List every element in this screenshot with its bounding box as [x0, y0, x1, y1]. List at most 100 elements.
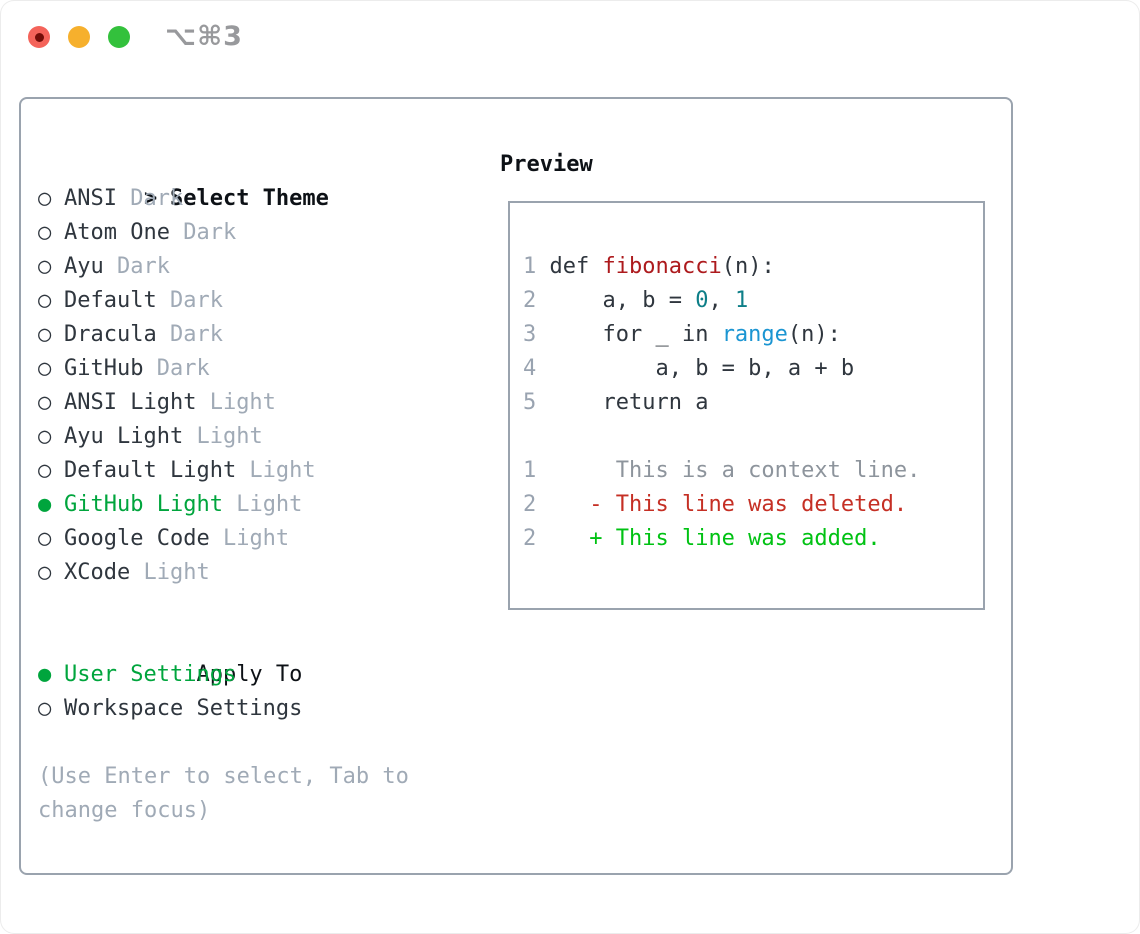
code-line: 3 for _ in range(n): [523, 318, 973, 352]
code-segment-code: , [708, 288, 735, 313]
code-line: 1 def fibonacci(n): [523, 250, 973, 284]
theme-option-google-code[interactable]: ○ Google Code Light [38, 522, 478, 556]
window-title: ⌥⌘3 [165, 21, 243, 52]
code-segment-removed: - This line was deleted. [589, 492, 908, 517]
radio-selected-icon: ● [38, 492, 52, 517]
code-segment-number: 1 [734, 288, 749, 313]
theme-variant-label: Light [183, 424, 263, 449]
theme-name: GitHub Light [64, 492, 223, 517]
code-segment-context: This is a context line. [536, 458, 921, 483]
theme-variant-label: Dark [143, 356, 210, 381]
radio-unselected-icon: ○ [38, 560, 52, 585]
keyboard-hint: (Use Enter to select, Tab to change focu… [38, 764, 409, 823]
apply-option-workspace-settings[interactable]: ○ Workspace Settings [38, 692, 478, 726]
code-segment-linenum: 2 [523, 526, 537, 551]
theme-name: GitHub [64, 356, 144, 381]
apply-option-label: Workspace Settings [64, 696, 303, 721]
apply-option-label: User Settings [64, 662, 237, 687]
radio-unselected-icon: ○ [38, 356, 52, 381]
code-segment-builtin: range [721, 322, 788, 347]
theme-name: Ayu [64, 254, 104, 279]
title-bar: ⌥⌘3 [0, 0, 1140, 97]
radio-unselected-icon: ○ [38, 322, 52, 347]
theme-menu: >Select Theme ○ANSI Dark○Atom One Dark○A… [38, 148, 478, 828]
code-segment-linenum: 3 [523, 322, 537, 347]
theme-variant-label: Dark [116, 186, 184, 211]
theme-variant-label: Dark [169, 220, 237, 245]
code-segment-code [536, 526, 589, 551]
theme-option-atom-one[interactable]: ○Atom One Dark [38, 216, 478, 250]
code-segment-linenum: 1 [523, 458, 537, 483]
code-segment-code [536, 492, 589, 517]
minimize-button[interactable] [68, 26, 90, 48]
theme-option-ansi-light[interactable]: ○ ANSI Light Light [38, 386, 478, 420]
theme-name: Default Light [64, 458, 237, 483]
code-line: 2 a, b = 0, 1 [523, 284, 973, 318]
code-segment-function: fibonacci [602, 254, 722, 279]
code-segment-code: a, b = b, a + b [536, 356, 855, 381]
code-line: 2 + This line was added. [523, 522, 973, 556]
theme-variant-label: Light [236, 458, 316, 483]
theme-option-github[interactable]: ○ GitHub Dark [38, 352, 478, 386]
theme-list: ○ANSI Dark○Atom One Dark○Ayu Dark○Defaul… [38, 182, 478, 590]
code-segment-code: for _ in [536, 322, 722, 347]
code-segment-linenum: 2 [523, 288, 537, 313]
theme-name: Dracula [64, 322, 157, 347]
apply-to-section: Apply To ●User Settings ○ Workspace Settin… [38, 624, 478, 726]
apply-to-options: ●User Settings ○ Workspace Settings [38, 658, 478, 726]
theme-option-ayu-light[interactable]: ○ Ayu Light Light [38, 420, 478, 454]
code-segment-linenum: 1 [523, 254, 537, 279]
code-segment-linenum: 2 [523, 492, 537, 517]
code-segment-code: def [536, 254, 603, 279]
radio-unselected-icon: ○ [38, 458, 52, 483]
radio-unselected-icon: ○ [38, 526, 52, 551]
theme-variant-label: Light [222, 492, 303, 517]
theme-variant-label: Dark [156, 288, 223, 313]
theme-option-default-light[interactable]: ○ Default Light Light [38, 454, 478, 488]
prompt-icon: > [143, 186, 158, 211]
zoom-button[interactable] [108, 26, 130, 48]
code-segment-number: 0 [695, 288, 709, 313]
theme-option-ansi[interactable]: ○ANSI Dark [38, 182, 478, 216]
red-light-dot-icon [34, 32, 44, 42]
code-line: 5 return a [523, 386, 973, 420]
theme-option-github-light[interactable]: ● GitHub Light Light [38, 488, 478, 522]
theme-variant-label: Dark [103, 254, 170, 279]
theme-option-xcode[interactable]: ○XCode Light [38, 556, 478, 590]
theme-variant-label: Dark [156, 322, 223, 347]
radio-unselected-icon: ○ [38, 254, 52, 279]
theme-name: Ayu Light [64, 424, 184, 449]
theme-option-ayu[interactable]: ○ Ayu Dark [38, 250, 478, 284]
code-segment-code: (n): [787, 322, 841, 347]
radio-unselected-icon: ○ [38, 220, 52, 245]
theme-name: ANSI [64, 186, 117, 211]
theme-name: ANSI Light [64, 390, 197, 415]
code-line: 2 - This line was deleted. [523, 488, 973, 522]
code-segment-linenum: 4 [523, 356, 537, 381]
theme-option-default[interactable]: ○Default Dark [38, 284, 478, 318]
theme-variant-label: Light [196, 390, 276, 415]
apply-to-header: Apply To [38, 624, 478, 687]
theme-option-dracula[interactable]: ○ Dracula Dark [38, 318, 478, 352]
theme-name: Google Code [64, 526, 210, 551]
radio-unselected-icon: ○ [38, 696, 52, 721]
radio-unselected-icon: ○ [38, 424, 52, 449]
radio-unselected-icon: ○ [38, 390, 52, 415]
code-segment-code: a, b = [536, 288, 696, 313]
theme-variant-label: Light [209, 526, 290, 551]
theme-picker-panel: >Select Theme ○ANSI Dark○Atom One Dark○A… [19, 97, 1013, 875]
close-button[interactable] [28, 26, 50, 48]
code-segment-code: return a [536, 390, 709, 415]
preview-header: Preview [500, 152, 593, 177]
select-theme-header: >Select Theme [38, 148, 478, 211]
code-line [523, 420, 973, 454]
theme-variant-label: Light [130, 560, 210, 585]
apply-option-user-settings[interactable]: ●User Settings [38, 658, 478, 692]
radio-unselected-icon: ○ [38, 288, 52, 313]
code-segment-code: (n): [721, 254, 775, 279]
code-line: 1 This is a context line. [523, 454, 973, 488]
apply-to-label: Apply To [196, 662, 303, 687]
